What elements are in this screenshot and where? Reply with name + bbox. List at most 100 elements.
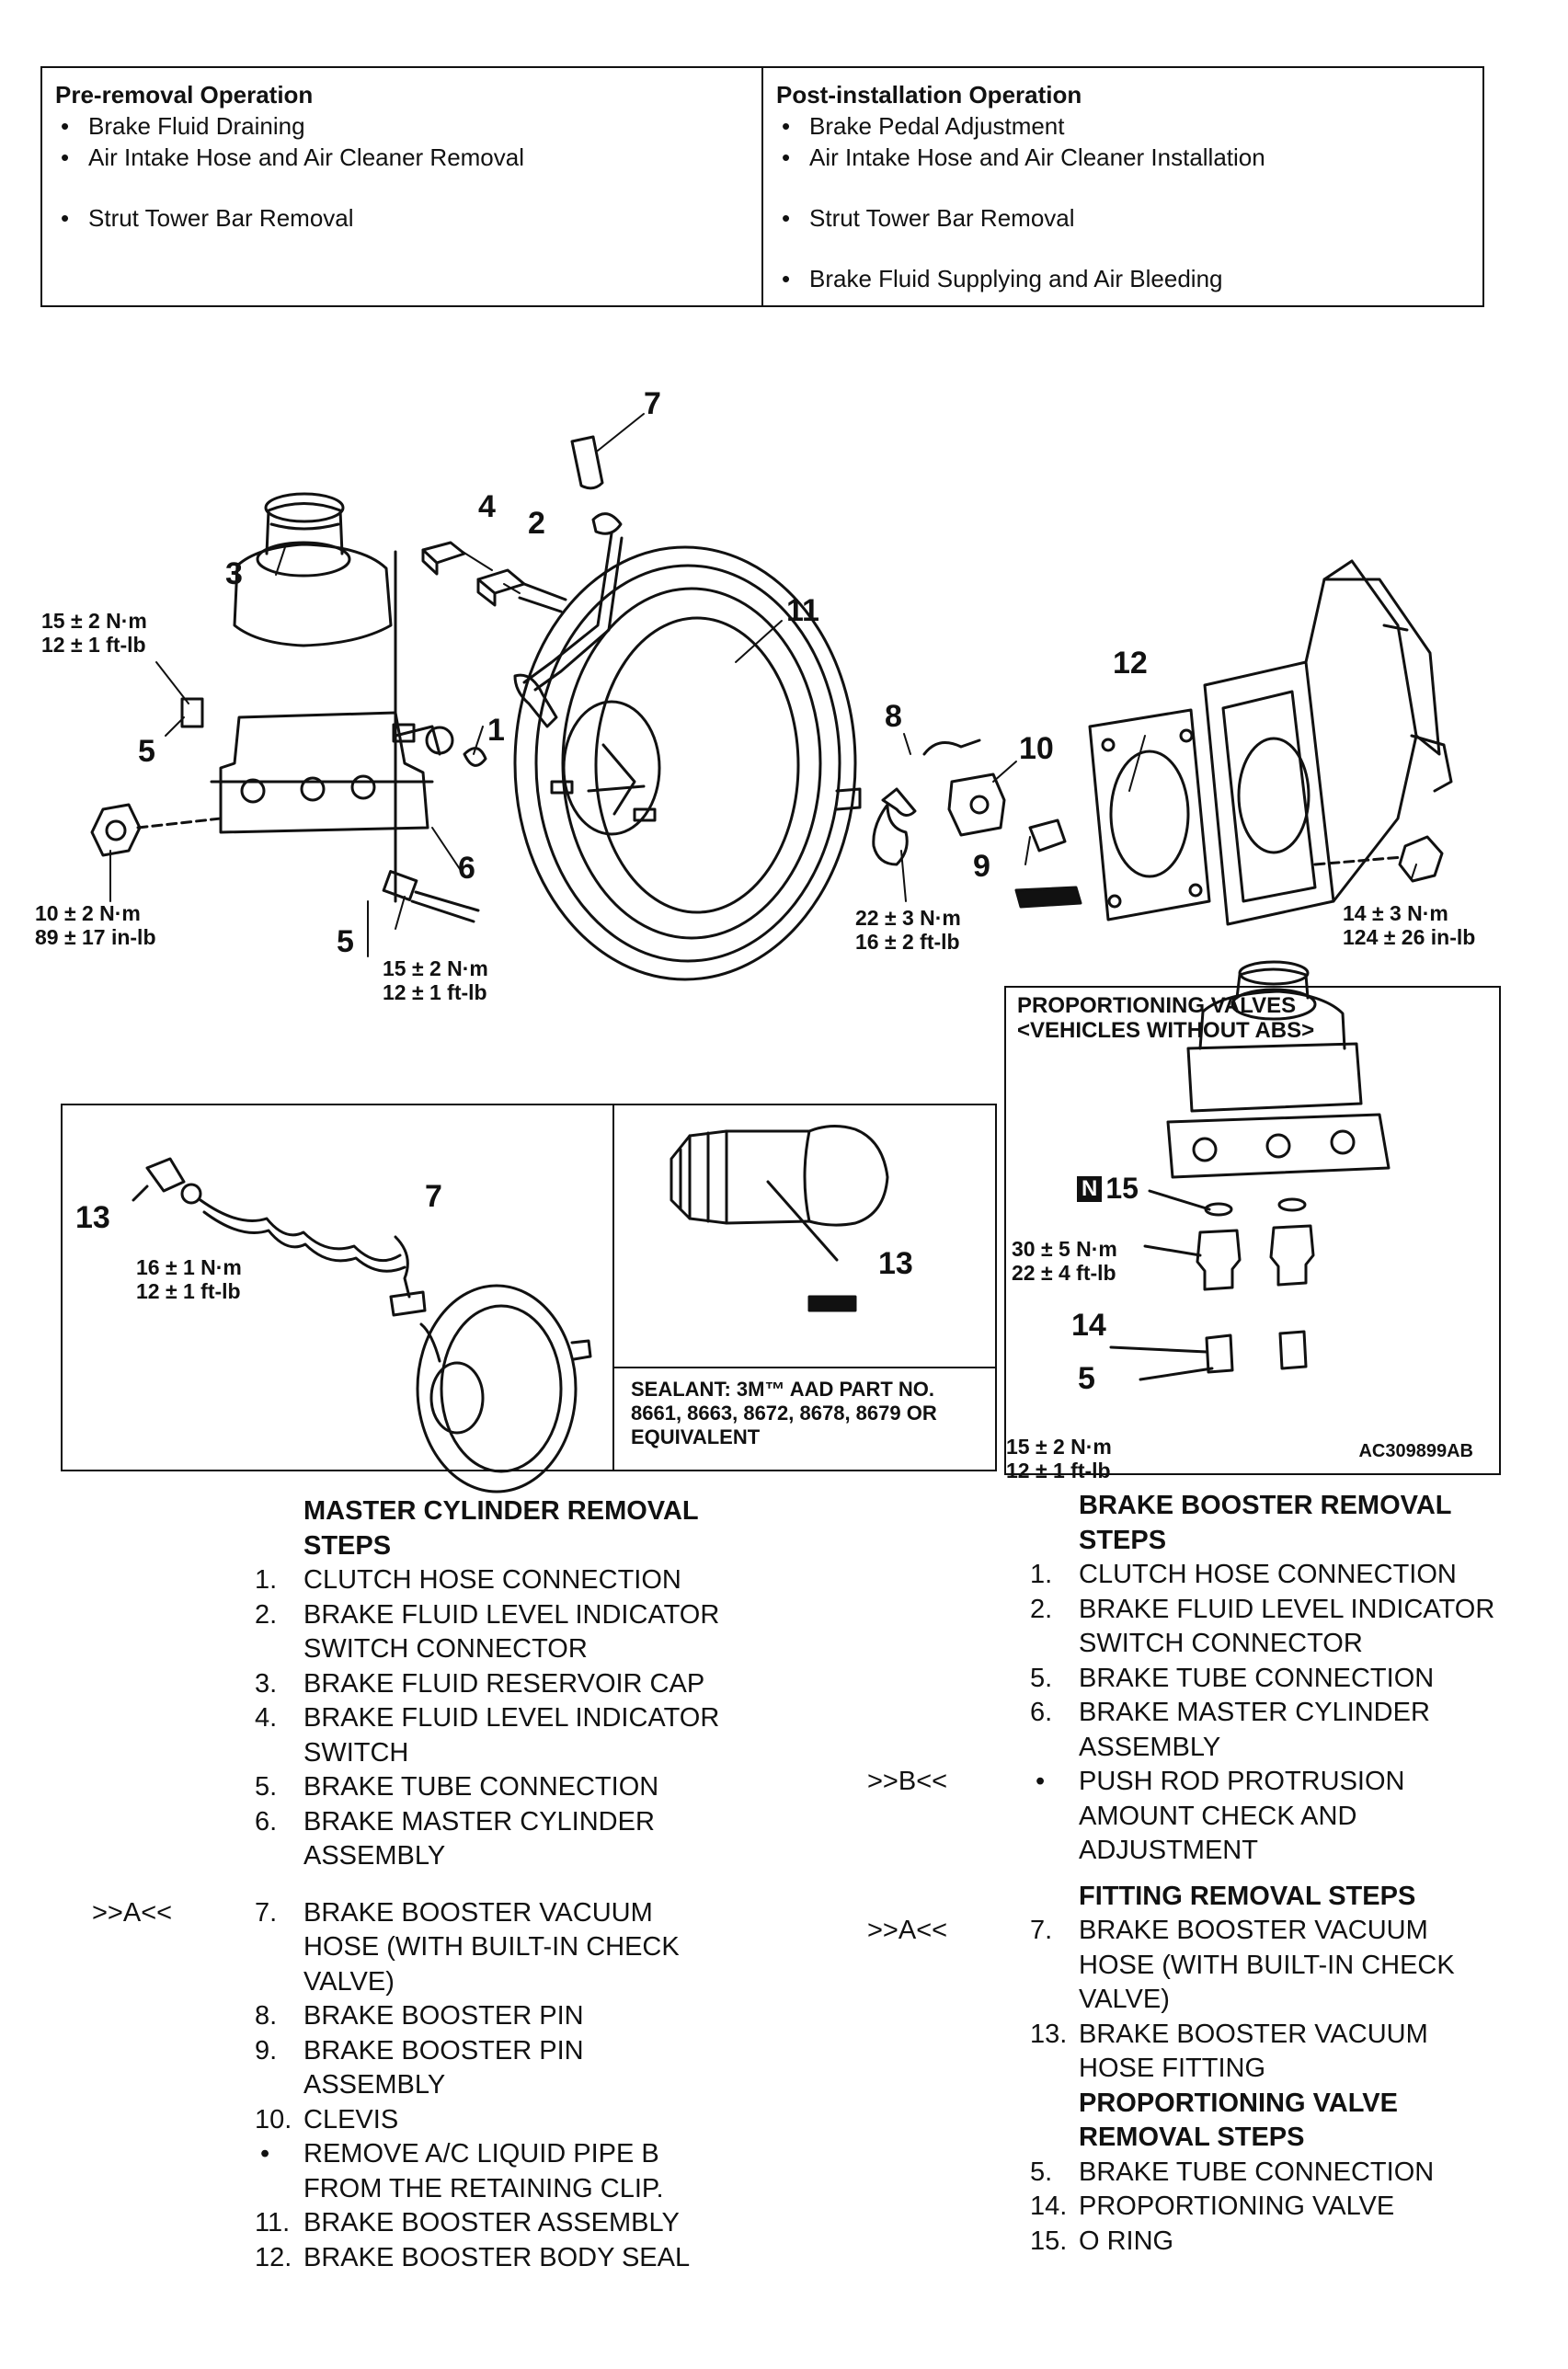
step-number: 3. [255,1668,278,1699]
step-text: PUSH ROD PROTRUSION [1079,1767,1405,1796]
clip-1-drawing [463,747,487,767]
inset-hose-drawing [132,1157,592,1494]
step-text: SWITCH CONNECTOR [1079,1629,1363,1658]
hose-clamp-drawing [425,726,454,755]
master-cylinder-heading: STEPS [303,1530,392,1561]
step-number: 13. [1030,2019,1068,2049]
step-text: PROPORTIONING VALVE [1079,2192,1395,2221]
master-cylinder-heading: MASTER CYLINDER REMOVAL [303,1496,699,1526]
callout-14: 14 [1071,1308,1106,1343]
new-part-badge: N [1077,1175,1103,1202]
step-number: 14. [1030,2192,1068,2221]
master-cylinder-drawing [210,711,441,834]
step-number: 5. [1030,2157,1053,2187]
step-text: BRAKE BOOSTER BODY SEAL [303,2242,691,2272]
step-text: BRAKE FLUID RESERVOIR CAP [303,1668,705,1699]
step-text: CLUTCH HOSE CONNECTION [303,1565,681,1595]
step-text: FROM THE RETAINING CLIP. [303,2173,664,2203]
callout-8: 8 [885,699,902,734]
diagram-drawing [90,413,1453,1494]
step-text: HOSE FITTING [1079,2054,1265,2083]
brake-booster-steps: BRAKE BOOSTER REMOVAL STEPS 1.CLUTCH HOS… [867,1489,1566,2259]
brake-booster-drawing [513,545,862,981]
service-point-marker: >>A<< [867,1916,948,1945]
vacuum-hose-inset [61,1104,614,1471]
post-installation-column: Post-installation Operation Brake Pedal … [761,68,1482,305]
hose-fitting-inset: SEALANT: 3M™ AAD PART NO. 8661, 8663, 86… [614,1104,997,1471]
step-text: CLUTCH HOSE CONNECTION [1079,1560,1457,1589]
step-text: ASSEMBLY [1079,1732,1221,1762]
post-installation-heading: Post-installation Operation [776,81,1082,109]
step-number: 2. [255,1599,278,1630]
proportioning-valve-heading: REMOVAL STEPS [1079,2123,1305,2152]
step-text: ASSEMBLY [303,2070,446,2100]
step-text: BRAKE BOOSTER ASSEMBLY [303,2208,680,2237]
inset-fitting-drawing [670,1125,889,1312]
step-number: 7. [1030,1916,1053,1945]
step-text: AMOUNT CHECK AND [1079,1801,1357,1831]
pre-removal-item: Air Intake Hose and Air Cleaner Removal [55,142,749,173]
mounting-bracket-drawing [1203,559,1453,926]
step-number: 2. [1030,1594,1053,1624]
step-number: 10. [255,2104,292,2134]
proportioning-valve-subtitle: <VEHICLES WITHOUT ABS> [1017,1018,1315,1043]
leader-lines [109,413,1417,957]
step-text: BRAKE BOOSTER VACUUM [303,1897,653,1928]
body-seal-drawing [1088,708,1211,921]
callout-11: 11 [786,593,819,628]
pre-removal-heading: Pre-removal Operation [55,81,314,109]
step-number: 6. [255,1806,278,1837]
step-number: 8. [255,2001,278,2031]
torque-spec: 15 ± 2 N·m 12 ± 1 ft-lb [41,609,147,657]
torque-spec: 16 ± 1 N·m 12 ± 1 ft-lb [136,1255,242,1303]
master-cylinder-steps: MASTER CYLINDER REMOVAL STEPS 1. CLUTCH H… [92,1494,791,2275]
callout-15: 15 [1105,1172,1139,1205]
step-text: BRAKE BOOSTER VACUUM [1079,2019,1428,2049]
callout-13: 13 [75,1200,110,1235]
step-text: BRAKE FLUID LEVEL INDICATOR [303,1703,720,1733]
step-number: 7. [255,1897,278,1928]
callout-6: 6 [458,851,475,886]
step-number: 1. [255,1565,278,1595]
step-text: ASSEMBLY [303,1841,446,1871]
step-text: BRAKE TUBE CONNECTION [1079,2157,1435,2187]
torque-spec: 15 ± 2 N·m 12 ± 1 ft-lb [383,956,488,1004]
proportioning-valve-title-line: PROPORTIONING VALVES [1017,993,1297,1018]
step-text: VALVE) [303,1966,395,1997]
nut-10nm-drawing [90,803,223,857]
service-point-marker: >>A<< [92,1897,173,1928]
nut-14nm-drawing [1313,835,1444,883]
service-point-marker: >>B<< [867,1767,948,1796]
exploded-diagram: 7 4 2 3 5 1 6 5 11 8 10 12 9 7 13 13 14 … [0,349,1568,1508]
pre-removal-item: Strut Tower Bar Removal [55,202,749,234]
step-number: 1. [1030,1560,1053,1589]
post-installation-item: Strut Tower Bar Removal [776,202,1470,234]
callout-9: 9 [973,849,990,884]
callout-3: 3 [225,556,243,591]
step-text: HOSE (WITH BUILT-IN CHECK [1079,1950,1455,1980]
step-number: 12. [255,2242,292,2272]
step-number: 6. [1030,1698,1053,1727]
inset-prop-drawing [1109,960,1391,1381]
post-installation-item: Air Intake Hose and Air Cleaner Installa… [776,142,1470,173]
step-number: 4. [255,1703,278,1733]
fitting-5-upper-drawing [180,697,204,728]
step-text: REMOVE A/C LIQUID PIPE B [303,2139,659,2169]
step-text: BRAKE TUBE CONNECTION [303,1772,659,1802]
step-text: BRAKE MASTER CYLINDER [1079,1698,1430,1727]
callout-15-group: N 15 [1077,1172,1139,1206]
step-text: BRAKE MASTER CYLINDER [303,1806,655,1837]
torque-spec: 15 ± 2 N·m 12 ± 1 ft-lb [1006,1435,1112,1482]
callout-7: 7 [644,386,661,421]
step-text: BRAKE TUBE CONNECTION [1079,1663,1435,1693]
callout-5: 5 [1078,1361,1095,1396]
step-text: SWITCH CONNECTOR [303,1634,588,1664]
step-text: CLEVIS [303,2104,399,2134]
brake-booster-heading: STEPS [1079,1525,1167,1555]
torque-spec: 30 ± 5 N·m 22 ± 4 ft-lb [1012,1237,1117,1285]
step-text: BRAKE FLUID LEVEL INDICATOR [303,1599,720,1630]
post-installation-item: Brake Fluid Supplying and Air Bleeding [776,263,1470,294]
step-number: 5. [255,1772,278,1802]
pin-and-clevis-drawing [872,738,1082,909]
step-text: SWITCH [303,1737,409,1768]
